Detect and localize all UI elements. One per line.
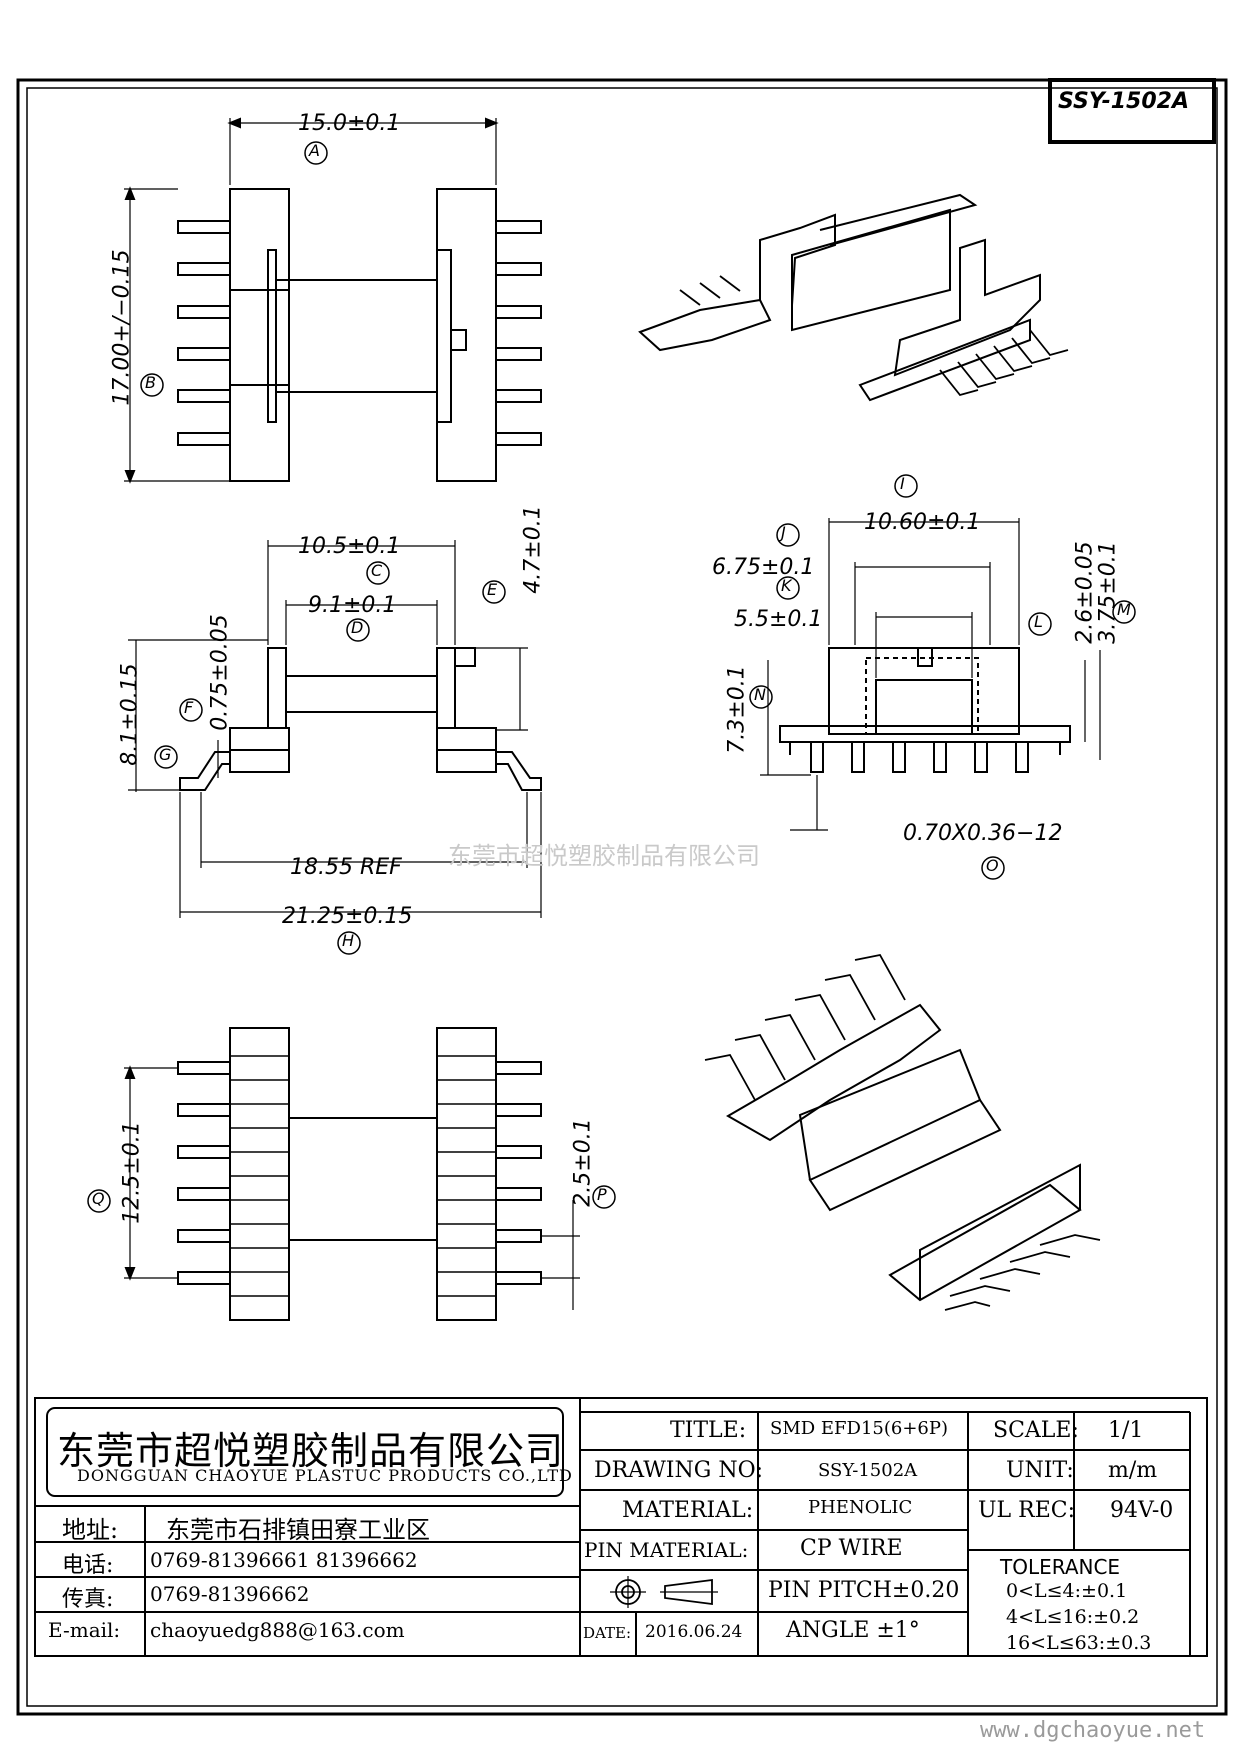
dim-g: 8.1±0.15	[117, 663, 143, 766]
scale-value: 1/1	[1108, 1418, 1144, 1443]
company-name-en: DONGGUAN CHAOYUE PLASTUC PRODUCTS CO.,LT…	[77, 1466, 573, 1485]
dim-m-tag: M	[1117, 600, 1131, 619]
dim-l: 2.6±0.05	[1072, 541, 1098, 644]
email-value: chaoyuedg888@163.com	[150, 1618, 405, 1642]
drawing-no-box	[1048, 78, 1216, 144]
dim-i-tag: I	[900, 474, 905, 493]
dim-i: 10.60±0.1	[864, 510, 981, 535]
material-value: PHENOLIC	[808, 1497, 913, 1518]
dim-f-tag: F	[184, 698, 194, 717]
side-view	[760, 518, 1101, 831]
projection-symbol-icon	[610, 1576, 718, 1608]
inner-border	[26, 87, 1218, 1707]
title-value: SMD EFD15(6+6P)	[770, 1418, 949, 1439]
dim-o: 0.70X0.36−12	[903, 821, 1063, 846]
tolerance-row-1: 0<L≤4:±0.1	[1006, 1580, 1128, 1602]
dim-h: 21.25±0.15	[282, 904, 413, 929]
unit-value: m/m	[1108, 1458, 1158, 1483]
tolerance-title: TOLERANCE	[1000, 1555, 1121, 1579]
address-label: 地址:	[62, 1516, 119, 1544]
dim-q-tag: Q	[92, 1189, 105, 1208]
dim-c-tag: C	[371, 561, 383, 580]
dim-b-tag: B	[145, 373, 156, 392]
dim-q: 12.5±0.1	[119, 1121, 145, 1224]
outer-border	[16, 78, 1228, 1716]
scale-label: SCALE:	[993, 1418, 1079, 1443]
title-block-frame	[34, 1397, 1208, 1657]
dim-k-tag: K	[781, 576, 792, 595]
angle: ANGLE ±1°	[786, 1618, 920, 1643]
email-label: E-mail:	[48, 1618, 121, 1642]
isometric-view-top	[638, 193, 1069, 402]
dim-b: 17.00+/−0.15	[109, 249, 135, 406]
dim-d: 9.1±0.1	[308, 593, 397, 618]
dim-h-ref: 18.55 REF	[290, 855, 402, 880]
dim-n-tag: N	[754, 685, 766, 704]
ul-rec-value: 94V-0	[1110, 1498, 1174, 1523]
dim-j-tag: J	[781, 523, 786, 542]
address-value: 东莞市石排镇田寮工业区	[166, 1516, 430, 1544]
dim-l-tag: L	[1034, 612, 1043, 631]
dim-o-tag: O	[986, 856, 999, 875]
dimension-tags	[87, 141, 1136, 1213]
dim-m: 3.75±0.1	[1095, 541, 1121, 644]
top-view	[124, 117, 542, 484]
tolerance-row-2: 4<L≤16:±0.2	[1006, 1606, 1140, 1628]
bottom-view	[124, 1027, 580, 1321]
dim-j: 6.75±0.1	[712, 555, 815, 580]
title-label: TITLE:	[670, 1418, 747, 1443]
dim-a-tag: A	[309, 141, 320, 160]
dim-g-tag: G	[159, 745, 172, 764]
website-text: www.dgchaoyue.net	[980, 1718, 1206, 1743]
dim-h-tag: H	[342, 931, 355, 950]
tel-value: 0769-81396661 81396662	[150, 1548, 418, 1572]
pin-pitch: PIN PITCH±0.20	[768, 1578, 960, 1603]
dim-c: 10.5±0.1	[298, 534, 401, 559]
dim-f: 0.75±0.05	[207, 614, 233, 731]
ul-rec-label: UL REC:	[978, 1498, 1076, 1523]
date-value: 2016.06.24	[645, 1622, 743, 1642]
company-name-cn: 东莞市超悦塑胶制品有限公司	[57, 1429, 565, 1473]
watermark-text: 东莞市超悦塑胶制品有限公司	[448, 842, 760, 870]
dim-a: 15.0±0.1	[298, 111, 401, 136]
tel-label: 电话:	[62, 1553, 114, 1578]
dim-k: 5.5±0.1	[734, 607, 823, 632]
pin-material-value: CP WIRE	[800, 1536, 903, 1561]
isometric-view-bottom	[704, 953, 1101, 1311]
dim-e: 4.7±0.1	[520, 505, 546, 594]
tolerance-row-3: 16<L≤63:±0.3	[1006, 1632, 1152, 1654]
dim-e-tag: E	[487, 580, 498, 599]
material-label: MATERIAL:	[622, 1498, 754, 1523]
front-view	[128, 540, 542, 918]
date-label: DATE:	[583, 1624, 632, 1642]
dim-p-tag: P	[597, 1185, 607, 1204]
dim-d-tag: D	[351, 618, 364, 637]
dim-p: 2.5±0.1	[570, 1118, 596, 1207]
drawing-number-label: SSY-1502A	[1058, 89, 1189, 114]
fax-value: 0769-81396662	[150, 1582, 310, 1606]
pin-material-label: PIN MATERIAL:	[584, 1538, 749, 1562]
dim-n: 7.3±0.1	[724, 665, 750, 754]
drawing-no-value: SSY-1502A	[818, 1460, 918, 1481]
unit-label: UNIT:	[1006, 1458, 1074, 1483]
drawing-no-label: DRAWING NO:	[594, 1458, 764, 1483]
fax-label: 传真:	[62, 1587, 114, 1612]
